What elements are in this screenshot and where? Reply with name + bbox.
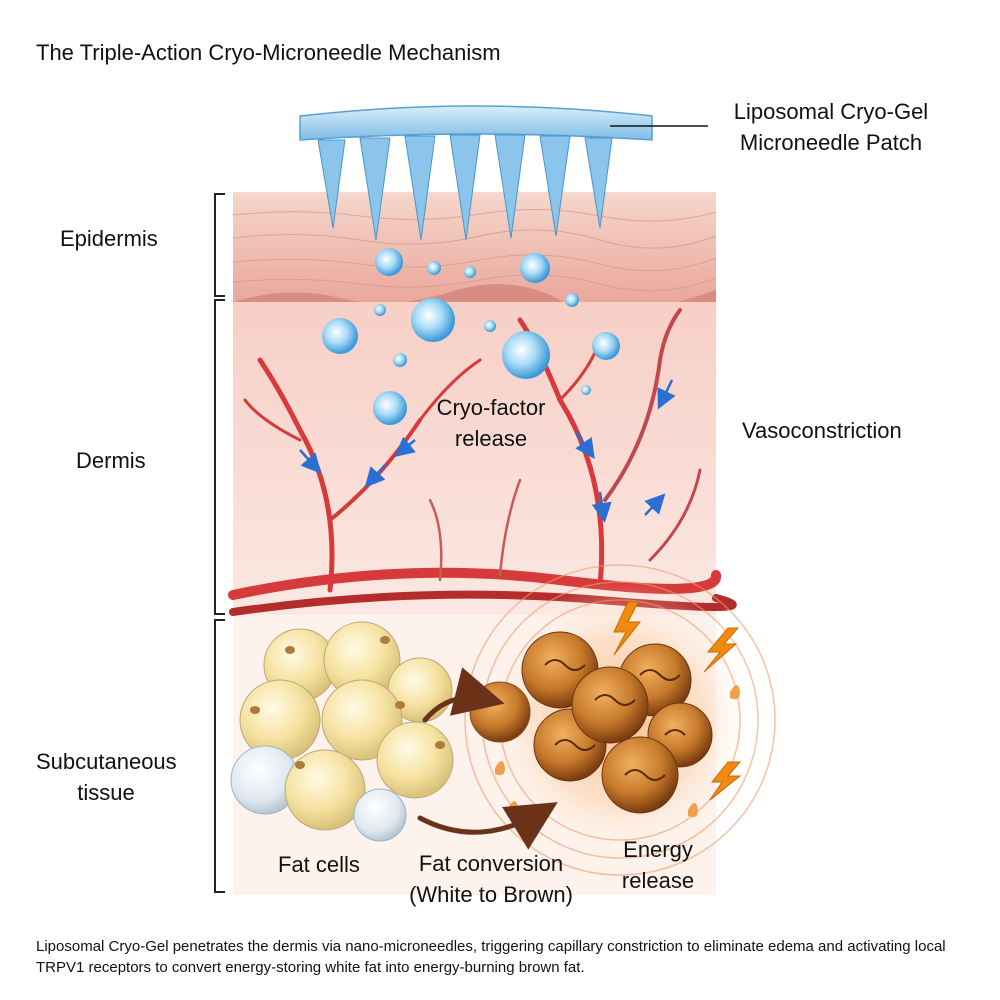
cryo-factor-label: Cryo-factor release	[436, 395, 546, 451]
layer-brackets	[214, 193, 225, 893]
liposomes	[322, 248, 620, 425]
page-title: The Triple-Action Cryo-Microneedle Mecha…	[36, 40, 501, 65]
lightning-icon	[613, 601, 742, 801]
caption: Liposomal Cryo-Gel penetrates the dermis…	[36, 938, 946, 976]
patch-label: Liposomal Cryo-Gel Microneedle Patch	[733, 99, 929, 155]
fat-cells-label: Fat cells	[278, 852, 360, 877]
vasoconstriction-label: Vasoconstriction	[742, 418, 902, 443]
dermis-label: Dermis	[76, 448, 146, 473]
epidermis-label: Epidermis	[60, 226, 158, 251]
microneedle-patch	[299, 105, 708, 241]
brown-fat-cells	[521, 631, 713, 814]
energy-release-label: Energy release	[621, 837, 695, 893]
subcutaneous-label: Subcutaneous tissue	[36, 749, 177, 805]
white-fat-cells	[230, 621, 454, 842]
vasoconstriction-arrows	[299, 379, 676, 523]
transitional-fat-cell	[469, 681, 531, 743]
conversion-arrows	[417, 667, 558, 850]
fat-conversion-label: Fat conversion (White to Brown)	[409, 851, 573, 907]
